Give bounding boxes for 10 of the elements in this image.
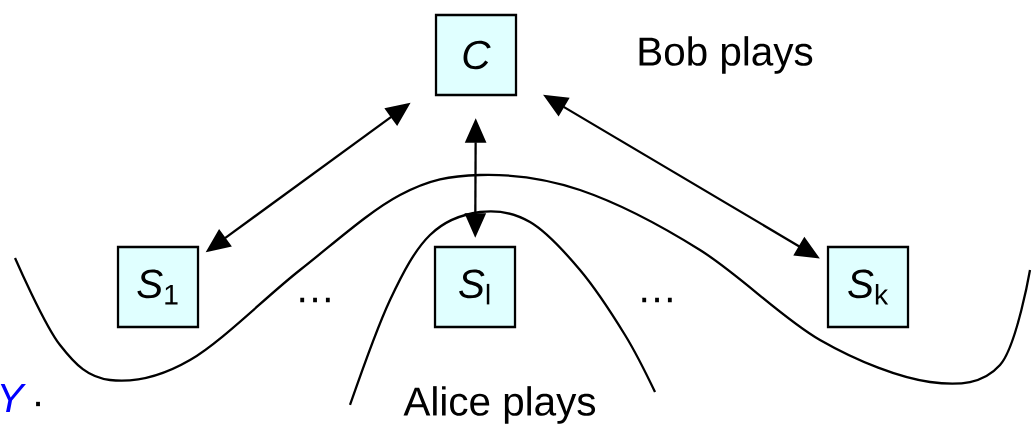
variable-box: S$_{l}$ bbox=[433, 245, 517, 329]
variable-box: C bbox=[434, 13, 518, 97]
label-text: Alice plays bbox=[403, 386, 596, 424]
variable-letter: Y bbox=[0, 384, 26, 412]
variable-box: S$_{k}$ bbox=[826, 245, 910, 329]
label-text: Bob plays bbox=[639, 36, 813, 74]
variable-box: S$_{1}$ bbox=[116, 245, 200, 329]
period: . bbox=[36, 401, 40, 407]
ellipsis: … bbox=[642, 297, 672, 303]
ellipsis: … bbox=[300, 297, 330, 303]
